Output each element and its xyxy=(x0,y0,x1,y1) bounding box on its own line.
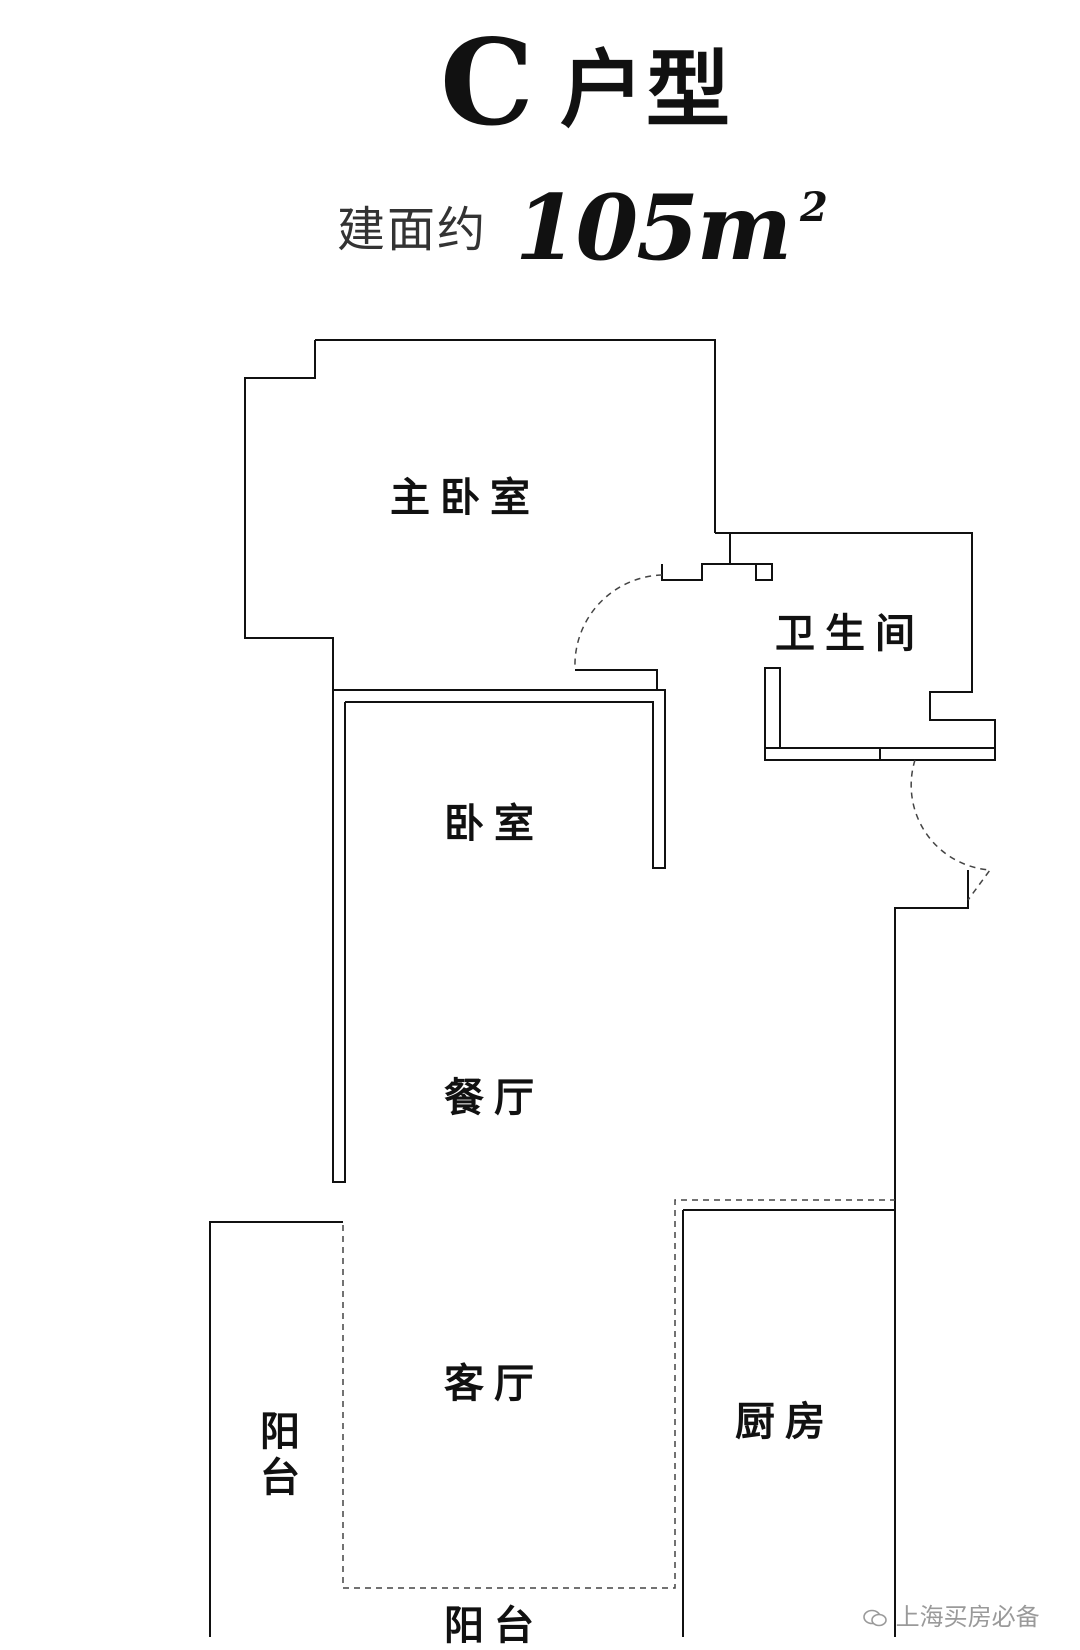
bathroom-bottom-wall xyxy=(765,747,995,760)
bedroom-top-wall xyxy=(333,689,666,869)
master-door-frame xyxy=(661,532,773,581)
room-label-bedroom: 卧室 xyxy=(444,801,544,847)
balcony-wall xyxy=(209,1221,343,1637)
room-label-dining-room: 餐厅 xyxy=(444,1075,544,1121)
wechat-icon xyxy=(863,1609,887,1627)
master-bedroom-wall xyxy=(244,339,716,690)
living-room-boundary xyxy=(342,1199,895,1589)
plan-title: C 户型 xyxy=(0,18,1080,148)
watermark: 上海买房必备 xyxy=(862,1602,1040,1632)
room-label-balcony-bottom: 阳台 xyxy=(444,1603,544,1649)
room-label-living-room: 客厅 xyxy=(444,1361,544,1407)
room-label-bathroom: 卫生间 xyxy=(775,611,925,657)
title-letter: C xyxy=(440,13,534,152)
room-label-master-bedroom: 主卧室 xyxy=(390,475,540,521)
room-label-balcony-side: 阳台 xyxy=(253,1410,299,1502)
title-suffix: 户型 xyxy=(560,41,733,139)
master-door-frame-lower xyxy=(575,669,658,690)
kitchen-wall xyxy=(682,1209,895,1637)
room-label-kitchen: 厨房 xyxy=(735,1399,835,1445)
watermark-text: 上海买房必备 xyxy=(895,1603,1040,1631)
right-outer-wall xyxy=(894,870,969,1637)
area-unit-superscript: 2 xyxy=(800,184,828,231)
area-value: 105m xyxy=(515,175,792,281)
entry-door-swing xyxy=(910,759,992,901)
bathroom-wall xyxy=(730,532,996,761)
master-door-swing xyxy=(574,574,663,669)
left-long-wall xyxy=(332,690,346,1183)
area-prefix: 建面约 xyxy=(337,202,488,258)
